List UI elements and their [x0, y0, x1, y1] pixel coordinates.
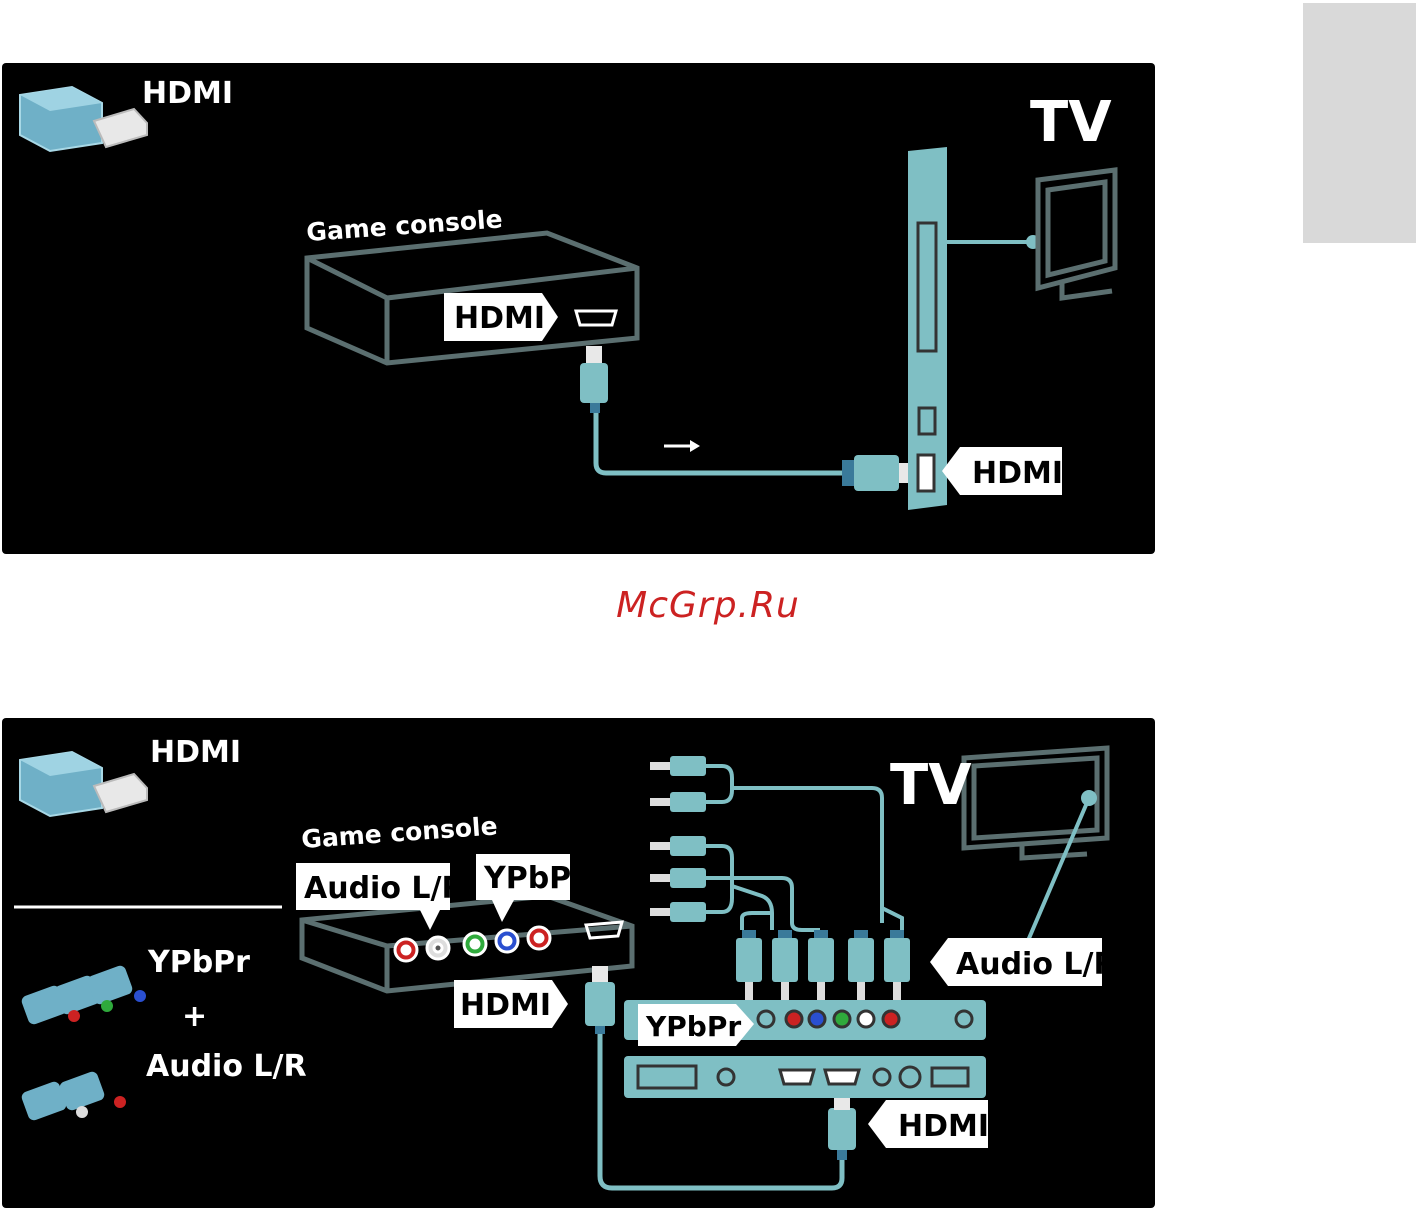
hdmi-connection-diagram: HDMI Game console HDMI: [2, 63, 1155, 554]
watermark: McGrp.Ru: [616, 585, 800, 626]
ypbpr-connection-diagram: HDMI YPbPr + Audio L/R Game console: [2, 718, 1155, 1208]
tv-label: TV: [890, 753, 972, 818]
tv-label: TV: [1030, 90, 1112, 155]
tv-hdmi-label: HDMI: [898, 1109, 989, 1144]
legend-ypbpr-label: YPbPr: [147, 945, 250, 980]
legend-hdmi-label: HDMI: [142, 76, 233, 111]
tv-audio-label: Audio L/R: [956, 947, 1117, 982]
legend-hdmi-label: HDMI: [150, 735, 241, 770]
rca-plugs-icon: [21, 965, 146, 1025]
rca-cables: [650, 756, 910, 1000]
tv-side-panel: [908, 147, 1040, 510]
tv-hdmi-callout: [868, 1100, 988, 1148]
legend-audio-label: Audio L/R: [146, 1049, 307, 1084]
arrow-icon: [664, 440, 700, 452]
console-hdmi-callout: [444, 293, 558, 341]
game-console-device: [304, 230, 640, 366]
tv-audio-callout: [930, 938, 1102, 986]
tv-ypbpr-label: YPbPr: [645, 1010, 741, 1043]
console-ypbpr-label: YPbPr: [483, 861, 586, 896]
console-ports: [393, 920, 625, 963]
side-tab: [1303, 3, 1416, 243]
rca-plugs-icon: [21, 1071, 126, 1121]
legend-plus: +: [182, 999, 207, 1034]
hdmi-cable: [580, 346, 911, 491]
tv-ypbpr-callout: [638, 1004, 754, 1046]
console-ypbpr-callout: [476, 854, 570, 922]
game-console-label: Game console: [300, 811, 498, 854]
tv-icon: [1035, 167, 1118, 301]
tv-hdmi-callout: [942, 447, 1062, 495]
tv-hdmi-label: HDMI: [972, 456, 1063, 491]
hdmi-plug-icon: [19, 85, 148, 153]
console-hdmi-label: HDMI: [460, 988, 551, 1023]
console-hdmi-label: HDMI: [454, 301, 545, 336]
console-hdmi-callout: [454, 980, 568, 1028]
console-hdmi-port: [574, 309, 618, 327]
console-audio-callout: [296, 863, 450, 930]
hdmi-plug-icon: [19, 750, 148, 818]
console-audio-label: Audio L/R: [304, 871, 465, 906]
